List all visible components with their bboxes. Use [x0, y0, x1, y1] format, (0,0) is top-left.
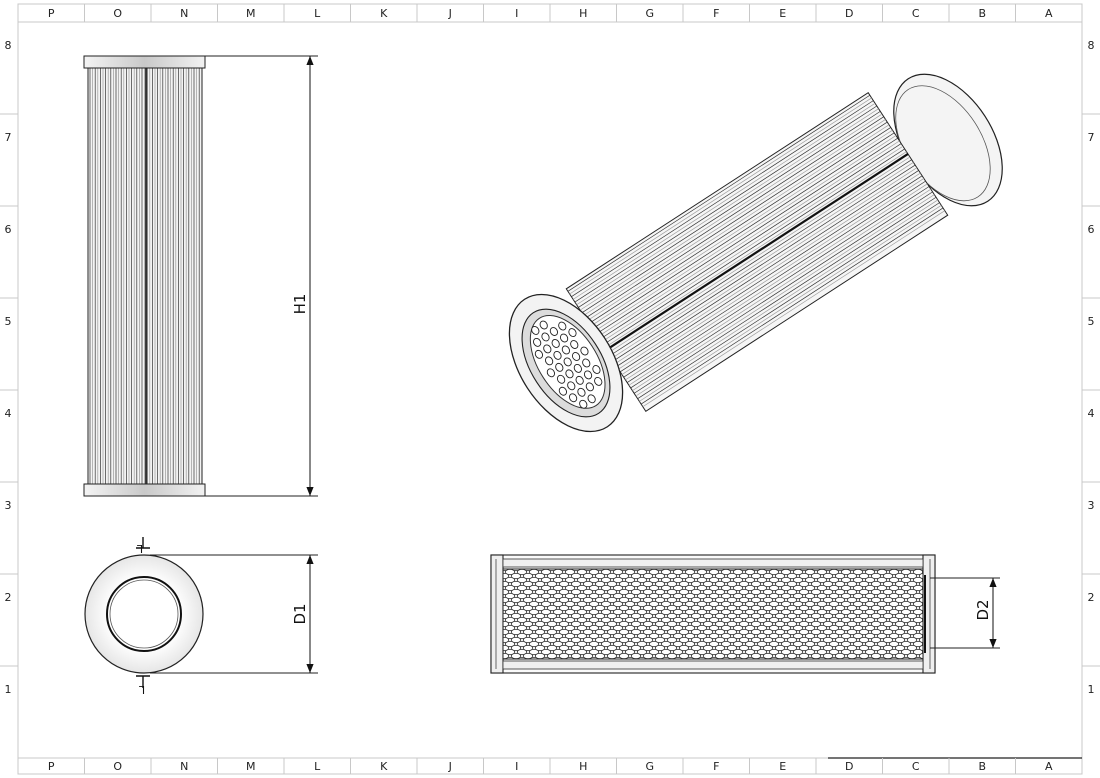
zone-col-top-k: K [380, 7, 388, 20]
zone-col-bottom-m: M [246, 760, 256, 773]
zone-row-right-7: 7 [1088, 131, 1095, 144]
zone-col-top-e: E [779, 7, 786, 20]
zone-col-top-b: B [978, 7, 986, 20]
zone-col-top-l: L [314, 7, 321, 20]
zone-col-top-c: C [912, 7, 920, 20]
isometric-view [508, 73, 1003, 433]
zone-col-bottom-l: L [314, 760, 321, 773]
zone-row-left-7: 7 [5, 131, 12, 144]
zone-column-ticks [84, 4, 1016, 774]
front-view: H1 [83, 55, 318, 497]
zone-col-bottom-g: G [645, 760, 654, 773]
section-view: D2 [490, 554, 1000, 674]
section-mark-bottom [136, 675, 150, 688]
zone-col-bottom-p: P [48, 760, 55, 773]
zone-col-bottom-h: H [579, 760, 587, 773]
zone-col-bottom-a: A [1045, 760, 1053, 773]
zone-col-top-d: D [845, 7, 853, 20]
zone-labels-left: 8 7 6 5 4 3 2 1 [5, 39, 12, 696]
zone-col-top-f: F [713, 7, 719, 20]
zone-row-left-2: 2 [5, 591, 12, 604]
zone-row-right-3: 3 [1088, 499, 1095, 512]
zone-row-right-1: 1 [1088, 683, 1095, 696]
zone-row-right-4: 4 [1088, 407, 1095, 420]
zone-row-right-8: 8 [1088, 39, 1095, 52]
inner-diameter-label: D2 [974, 599, 992, 620]
section-left-cap [490, 554, 504, 674]
bottom-end-cap [83, 483, 206, 497]
section-letter-bottom: L [138, 683, 145, 696]
zone-col-bottom-c: C [912, 760, 920, 773]
zone-row-left-6: 6 [5, 223, 12, 236]
zone-row-left-5: 5 [5, 315, 12, 328]
zone-col-bottom-b: B [978, 760, 986, 773]
near-end-cap [508, 293, 624, 433]
zone-labels-right: 8 7 6 5 4 3 2 1 [1088, 39, 1095, 696]
perforated-tube [502, 568, 924, 660]
zone-col-top-a: A [1045, 7, 1053, 20]
zone-col-bottom-i: I [515, 760, 518, 773]
zone-col-bottom-j: J [448, 760, 452, 773]
zone-col-bottom-k: K [380, 760, 388, 773]
perforated-core [531, 320, 603, 409]
zone-row-ticks [0, 113, 1100, 667]
zone-col-top-n: N [180, 7, 188, 20]
zone-col-top-m: M [246, 7, 256, 20]
zone-col-top-h: H [579, 7, 587, 20]
zone-col-top-j: J [448, 7, 452, 20]
zone-row-right-6: 6 [1088, 223, 1095, 236]
zone-col-top-i: I [515, 7, 518, 20]
zone-row-left-4: 4 [5, 407, 12, 420]
zone-col-bottom-f: F [713, 760, 719, 773]
zone-col-bottom-n: N [180, 760, 188, 773]
zone-col-bottom-o: O [113, 760, 122, 773]
inner-bore [106, 576, 182, 652]
zone-col-top-p: P [48, 7, 55, 20]
section-letter-top: L [136, 542, 143, 555]
zone-row-right-5: 5 [1088, 315, 1095, 328]
zone-col-top-g: G [645, 7, 654, 20]
zone-row-left-3: 3 [5, 499, 12, 512]
zone-row-left-8: 8 [5, 39, 12, 52]
zone-row-left-1: 1 [5, 683, 12, 696]
zone-col-bottom-e: E [779, 760, 786, 773]
outer-diameter-label: D1 [291, 603, 309, 624]
end-view: D1 L L [84, 537, 318, 696]
section-mark-top [136, 537, 150, 549]
pleat-lines [89, 68, 200, 484]
zone-col-bottom-d: D [845, 760, 853, 773]
zone-col-top-o: O [113, 7, 122, 20]
isometric-pleats [567, 94, 945, 408]
height-dimension-label: H1 [291, 294, 309, 315]
zone-row-right-2: 2 [1088, 591, 1095, 604]
top-end-cap [83, 55, 206, 69]
